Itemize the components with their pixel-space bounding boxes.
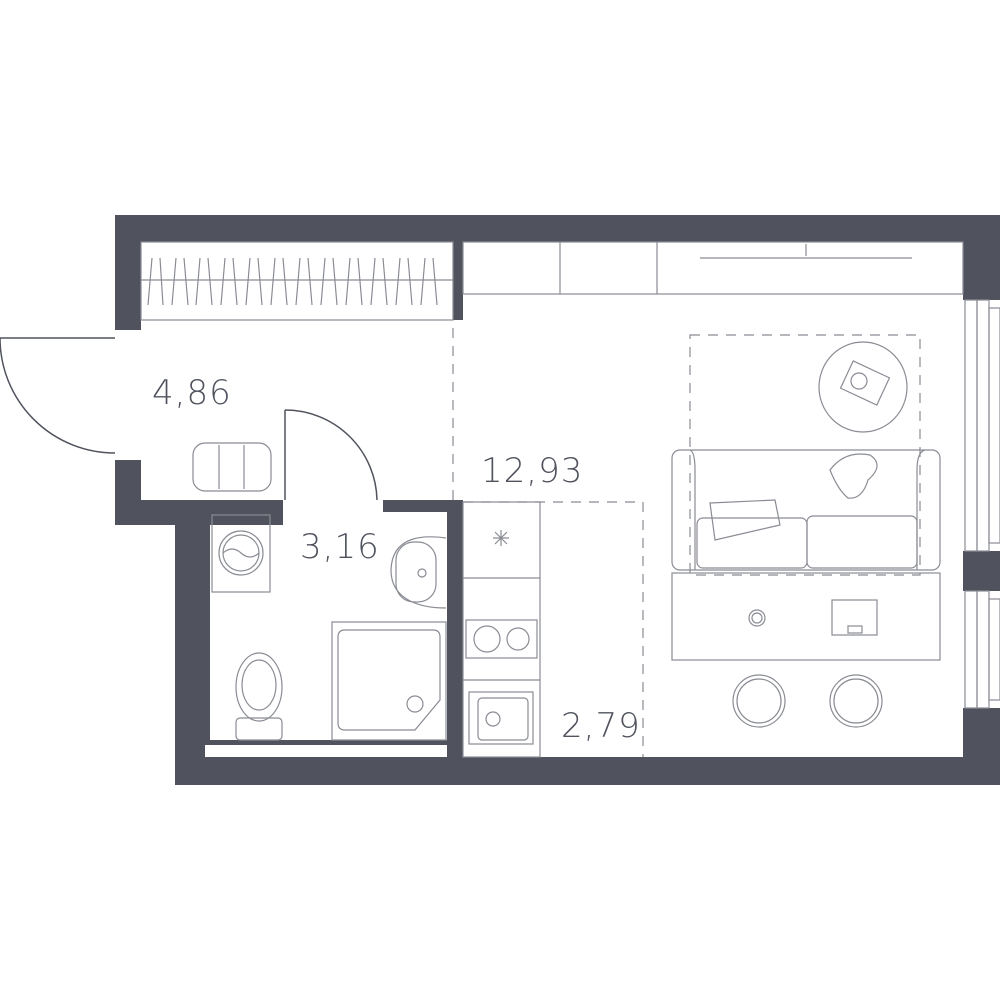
walls	[115, 215, 1000, 785]
tv-cabinet	[462, 241, 964, 295]
desk	[671, 572, 941, 661]
window-upper	[964, 299, 1000, 552]
wardrobe	[140, 241, 454, 321]
rug	[689, 334, 921, 576]
sofa	[671, 449, 941, 571]
living-room-area-label: 12,93	[481, 451, 584, 491]
shower-tray	[331, 621, 447, 741]
bathroom-door[interactable]	[284, 409, 378, 501]
hallway-area-label: 4,86	[152, 373, 232, 413]
pouf	[192, 442, 272, 492]
window-lower	[964, 590, 1000, 709]
stools	[732, 674, 883, 728]
toilet	[235, 652, 283, 741]
dog-icon	[829, 453, 878, 499]
kitchen-area-label: 2,79	[561, 706, 641, 746]
washing-machine	[211, 514, 271, 593]
coffee-table	[818, 341, 908, 433]
bathroom-area-label: 3,16	[300, 527, 380, 567]
sink	[390, 536, 447, 609]
kitchen-counter	[462, 501, 541, 758]
entrance-door[interactable]	[0, 337, 116, 454]
